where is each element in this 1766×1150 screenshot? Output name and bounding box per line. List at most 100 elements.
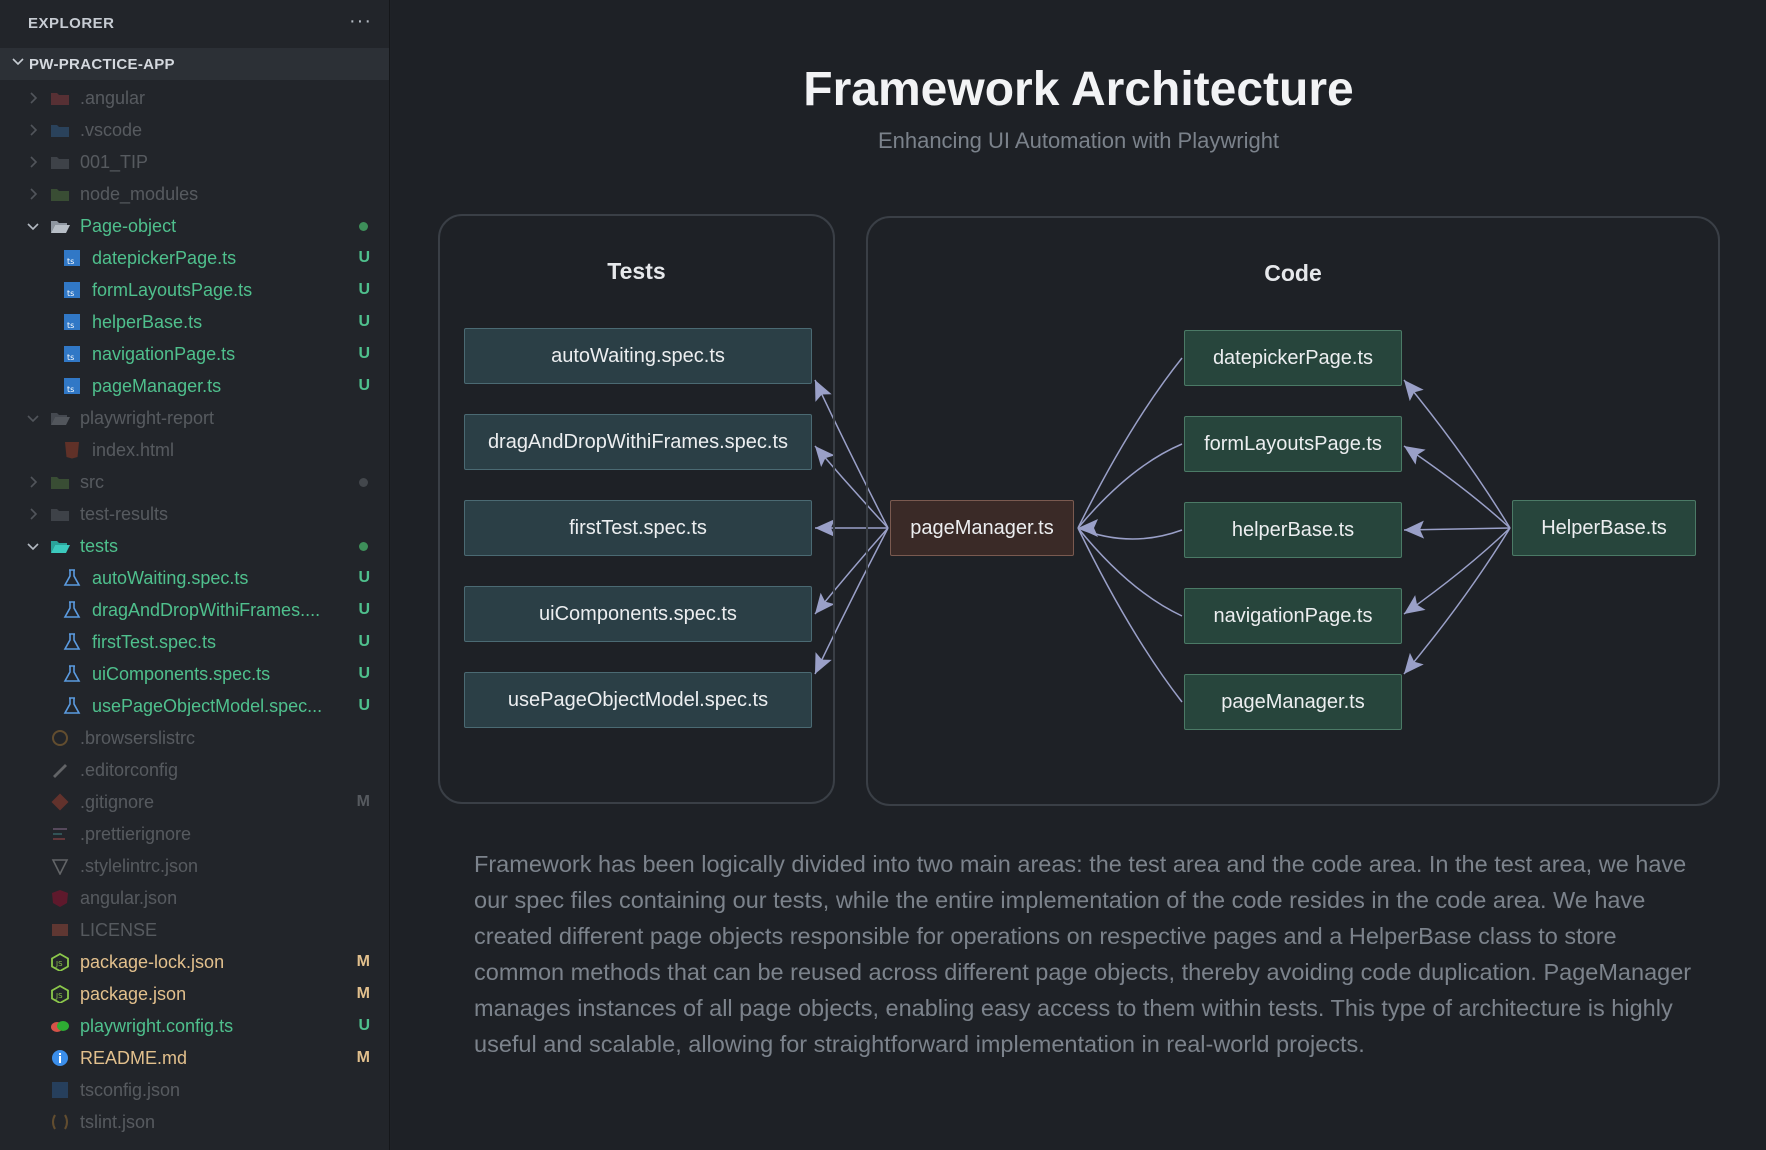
file-item[interactable]: .prettierignore <box>0 818 389 850</box>
folder-open-icon <box>51 221 70 233</box>
flask-icon <box>63 697 81 714</box>
helper-base-node: HelperBase.ts <box>1512 500 1696 556</box>
test-node: dragAndDropWithiFrames.spec.ts <box>464 414 812 470</box>
project-name: PW-PRACTICE-APP <box>29 56 175 73</box>
edge-line <box>1403 445 1511 529</box>
git-status-badge: U <box>358 569 370 586</box>
more-actions-icon[interactable]: ··· <box>349 10 372 32</box>
chevron-down-icon <box>27 543 39 551</box>
chevron-right-icon <box>30 156 38 168</box>
file-label: helperBase.ts <box>92 312 203 332</box>
test-node: uiComponents.spec.ts <box>464 586 812 642</box>
git-status-dot <box>359 542 368 551</box>
edge-line <box>1403 527 1511 615</box>
file-item[interactable]: .editorconfig <box>0 754 389 786</box>
svg-text:ts: ts <box>67 289 74 298</box>
folder-item[interactable]: 001_TIP <box>0 146 389 178</box>
edge-arrowhead <box>1404 446 1426 465</box>
file-label: test-results <box>80 504 169 524</box>
file-item[interactable]: dragAndDropWithiFrames....U <box>0 594 389 626</box>
file-item[interactable]: tslint.json <box>0 1106 389 1138</box>
edge-arrowhead <box>815 519 835 537</box>
folder-item[interactable]: src <box>0 466 389 498</box>
chevron-down-icon <box>27 223 39 231</box>
tests-group <box>438 214 835 804</box>
file-item[interactable]: tsconfig.json <box>0 1074 389 1106</box>
prettier-icon <box>53 828 67 840</box>
chevron-right-icon <box>30 508 38 520</box>
folder-item[interactable]: test-results <box>0 498 389 530</box>
preview-panel: Framework Architecture Enhancing UI Auto… <box>391 0 1766 1150</box>
file-label: .gitignore <box>80 792 155 812</box>
test-node: autoWaiting.spec.ts <box>464 328 812 384</box>
folder-item[interactable]: .vscode <box>0 114 389 146</box>
file-label: navigationPage.ts <box>92 344 236 364</box>
editorconfig-icon <box>53 764 67 778</box>
flask-icon <box>63 569 81 586</box>
folder-item[interactable]: playwright-report <box>0 402 389 434</box>
git-status-dot <box>359 478 368 487</box>
code-node: datepickerPage.ts <box>1184 330 1402 386</box>
edge-line <box>1077 357 1183 529</box>
browserslist-icon <box>52 730 68 746</box>
edge-line <box>1077 443 1183 529</box>
file-label: tslint.json <box>80 1112 156 1132</box>
file-label: playwright-report <box>80 408 215 428</box>
file-label: tsconfig.json <box>80 1080 181 1100</box>
file-item[interactable]: .stylelintrc.json <box>0 850 389 882</box>
chevron-down-icon <box>12 58 24 66</box>
svg-text:JS: JS <box>55 992 63 1000</box>
code-group <box>866 216 1720 806</box>
flask-icon <box>63 601 81 618</box>
git-status-badge: M <box>356 1049 370 1066</box>
nodejs-icon: JS <box>51 985 69 1003</box>
file-label: package.json <box>80 984 187 1004</box>
git-status-dot <box>359 222 368 231</box>
file-label: formLayoutsPage.ts <box>92 280 253 300</box>
folder-item[interactable]: Page-object <box>0 210 389 242</box>
file-item[interactable]: angular.json <box>0 882 389 914</box>
file-label: src <box>80 472 104 492</box>
file-label: .vscode <box>80 120 143 140</box>
edge-line <box>1077 527 1183 703</box>
svg-text:ts: ts <box>67 353 74 362</box>
file-label: datepickerPage.ts <box>92 248 237 268</box>
edge-line <box>1403 527 1511 675</box>
file-label: dragAndDropWithiFrames.... <box>92 600 321 620</box>
edge-arrowhead <box>1404 520 1425 539</box>
info-icon <box>52 1050 68 1066</box>
chevron-right-icon <box>30 476 38 488</box>
file-item[interactable]: index.html <box>0 434 389 466</box>
git-status-badge: U <box>358 633 370 650</box>
file-item[interactable]: LICENSE <box>0 914 389 946</box>
file-label: package-lock.json <box>80 952 225 972</box>
tslint-icon <box>52 1114 68 1130</box>
folder-item[interactable]: .angular <box>0 82 389 114</box>
project-root[interactable]: PW-PRACTICE-APP <box>0 48 389 80</box>
file-item[interactable]: usePageObjectModel.spec...U <box>0 690 389 722</box>
folder-open-icon <box>51 413 70 425</box>
svg-text:ts: ts <box>67 257 74 266</box>
nodejs-icon: JS <box>51 953 69 971</box>
file-item[interactable]: .browserslistrc <box>0 722 389 754</box>
folder-item[interactable]: node_modules <box>0 178 389 210</box>
file-label: .editorconfig <box>80 760 179 780</box>
license-icon <box>52 924 68 936</box>
tests-group-title: Tests <box>607 258 666 284</box>
folder-item[interactable]: tests <box>0 530 389 562</box>
vscode-folder-icon <box>51 125 69 137</box>
